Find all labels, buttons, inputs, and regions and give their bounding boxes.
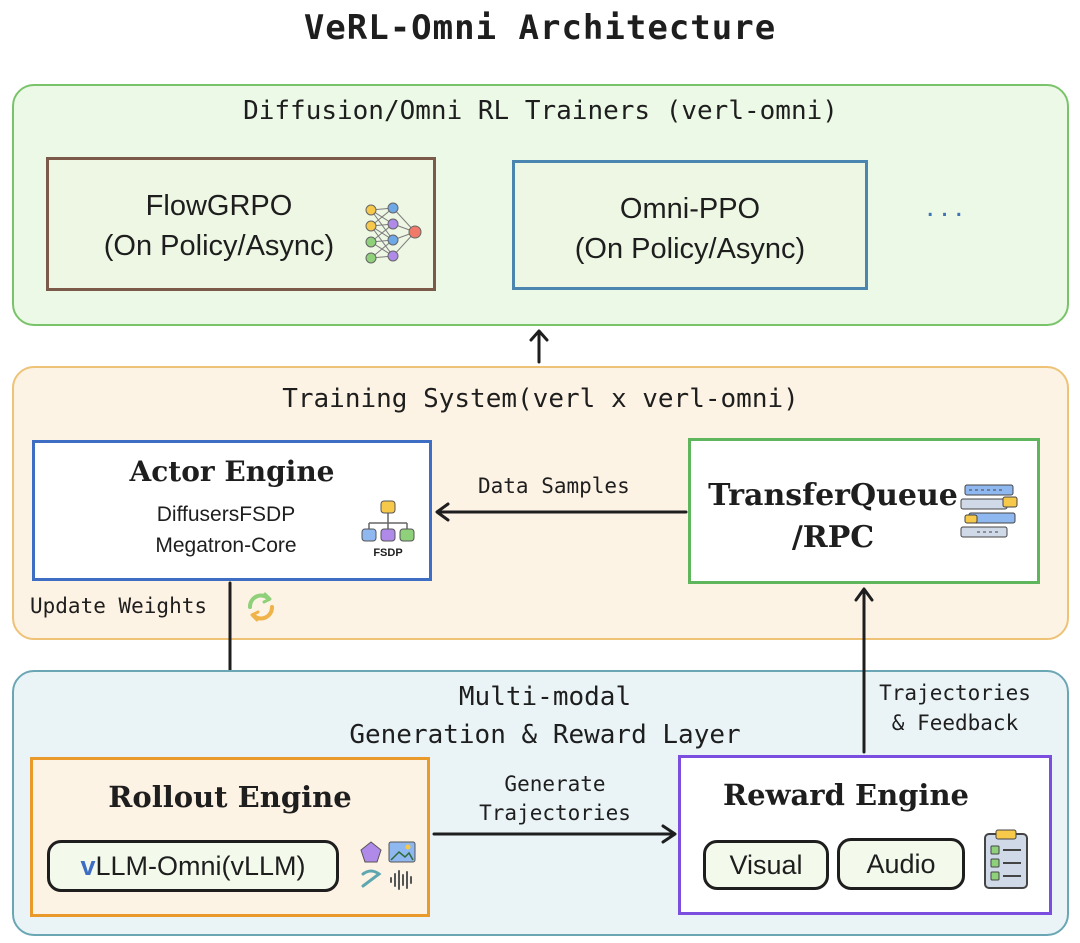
generate-trajectories-arrow <box>432 824 677 844</box>
rollout-engine-title: Rollout Engine <box>108 780 352 814</box>
omni-ppo-box[interactable]: Omni-PPO (On Policy/Async) <box>512 160 868 290</box>
omni-ppo-subtitle: (On Policy/Async) <box>574 233 806 265</box>
more-trainers-ellipsis: ... <box>926 190 970 223</box>
trainers-section-label: Diffusion/Omni RL Trainers (verl-omni) <box>243 96 838 126</box>
actor-engine-line2: Megatron-Core <box>155 534 297 557</box>
omni-ppo-title: Omni-PPO <box>619 193 761 225</box>
multimodal-label-line1: Multi-modal <box>458 682 632 712</box>
reward-engine-box[interactable]: Reward Engine Visual Audio <box>678 755 1052 915</box>
trajectories-feedback-arrow <box>854 587 874 754</box>
data-samples-arrow <box>435 502 688 522</box>
vllm-omni-label: LLM-Omni(vLLM) <box>95 851 306 881</box>
visual-reward-pill[interactable]: Visual <box>703 840 829 890</box>
generate-label-line1: Generate <box>504 772 606 796</box>
audio-reward-pill[interactable]: Audio <box>837 838 965 890</box>
transferqueue-box[interactable]: TransferQueue /RPC <box>688 438 1040 584</box>
rollout-engine-box[interactable]: Rollout Engine vLLM-Omni(vLLM) <box>30 757 430 917</box>
transferqueue-subtitle: /RPC <box>791 520 875 555</box>
vllm-logo-icon: v <box>80 851 96 881</box>
trajectories-label-line2: & Feedback <box>891 711 1019 735</box>
actor-engine-line1: DiffusersFSDP <box>156 503 296 526</box>
update-weights-label: Update Weights <box>30 594 208 618</box>
actor-engine-box[interactable]: Actor Engine DiffusersFSDP Megatron-Core… <box>32 440 432 581</box>
flowgrpo-title: FlowGRPO <box>145 190 293 222</box>
transferqueue-title: TransferQueue <box>708 478 958 513</box>
data-samples-label: Data Samples <box>478 474 630 498</box>
reward-engine-title: Reward Engine <box>723 778 969 812</box>
generate-label-line2: Trajectories <box>479 801 631 825</box>
training-system-label: Training System(verl x verl-omni) <box>282 384 799 414</box>
flowgrpo-subtitle: (On Policy/Async) <box>103 230 335 262</box>
multimodal-media-icon <box>360 841 416 890</box>
neural-network-icon <box>365 202 422 264</box>
multimodal-label-line2: Generation & Reward Layer <box>349 720 741 750</box>
actor-engine-title: Actor Engine <box>129 455 335 488</box>
checklist-clipboard-icon <box>984 829 1028 889</box>
vllm-omni-pill[interactable]: vLLM-Omni(vLLM) <box>47 840 339 892</box>
queue-server-icon <box>960 484 1018 538</box>
page-title: VeRL-Omni Architecture <box>303 8 777 48</box>
flowgrpo-box[interactable]: FlowGRPO (On Policy/Async) <box>46 157 436 291</box>
fsdp-icon-label: FSDP <box>373 547 403 559</box>
refresh-icon <box>248 592 274 622</box>
trajectories-label-line1: Trajectories <box>879 681 1031 705</box>
fsdp-icon: FSDP <box>357 499 419 563</box>
up-arrow-training-to-trainers <box>529 329 549 364</box>
